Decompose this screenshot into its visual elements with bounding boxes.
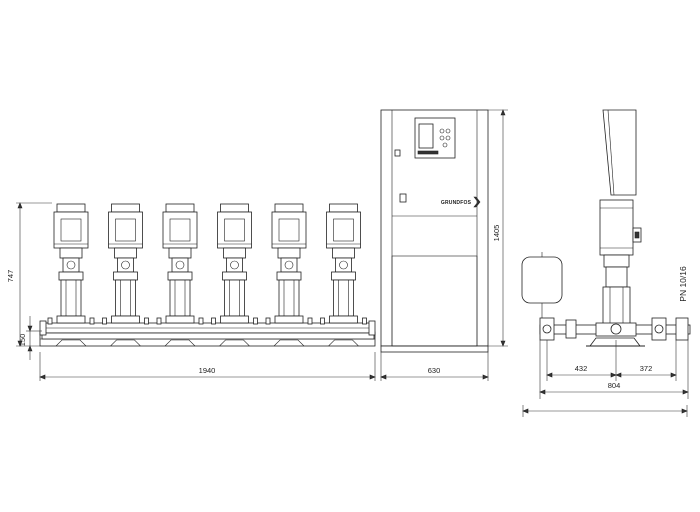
pump-motor (326, 211, 361, 249)
svg-text:GRUNDFOS: GRUNDFOS (441, 200, 472, 206)
side-pump-chamber (602, 286, 631, 328)
dimension-432: 432 (546, 340, 617, 381)
side-base (589, 337, 641, 347)
right-flange (368, 320, 376, 336)
dimension-150: 150 (18, 316, 42, 360)
pump-motor (53, 211, 89, 249)
cabinet-side (602, 109, 637, 196)
dimension-747: 747 (6, 202, 52, 347)
dimension-1405: 1405 (488, 109, 508, 347)
dim-width-label: 1940 (199, 366, 216, 375)
cabinet-base (380, 345, 489, 353)
pump-unit (320, 203, 367, 347)
suction-manifold (41, 332, 375, 340)
dim-total-label: 804 (608, 381, 621, 390)
main-switch (399, 193, 407, 203)
pressure-tank (521, 256, 563, 304)
dim-inlet-height-label: 150 (18, 334, 27, 347)
dim-left-label: 432 (575, 364, 588, 373)
dim-cabinet-height-label: 1405 (492, 225, 501, 242)
pump-motor (217, 211, 252, 249)
left-flange (39, 320, 47, 336)
pump-chamber (115, 279, 136, 317)
pump-motor (271, 211, 307, 249)
dimension-630: 630 (380, 352, 489, 381)
dim-height-label: 747 (6, 270, 15, 283)
grundfos-logo: GRUNDFOS (441, 196, 481, 208)
pressure-rating-label: PN 10/16 (678, 266, 688, 302)
pump-motor (162, 211, 198, 249)
pump-unit (102, 203, 149, 347)
pump-unit (156, 203, 204, 347)
pump-chamber (60, 279, 82, 317)
pump-chamber (278, 279, 300, 317)
dimension-overall-side (522, 405, 688, 417)
front-view-booster-set (39, 203, 376, 347)
control-cabinet: GRUNDFOS (380, 109, 489, 353)
pump-unit (265, 203, 313, 347)
side-motor (599, 199, 634, 256)
pump-unit (211, 203, 258, 347)
dimension-804: 804 (539, 340, 689, 399)
pump-motor (108, 211, 143, 249)
pump-chamber (169, 279, 191, 317)
pump-chamber (333, 279, 354, 317)
side-view-booster-set (521, 109, 691, 347)
pump-unit (47, 203, 95, 347)
dimension-1940: 1940 (39, 352, 376, 381)
controller-display (418, 123, 434, 149)
dim-right-label: 372 (640, 364, 653, 373)
dimension-372: 372 (615, 340, 677, 381)
cabinet-indicator (394, 149, 401, 157)
dim-cabinet-width-label: 630 (428, 366, 441, 375)
pump-chamber (224, 279, 245, 317)
